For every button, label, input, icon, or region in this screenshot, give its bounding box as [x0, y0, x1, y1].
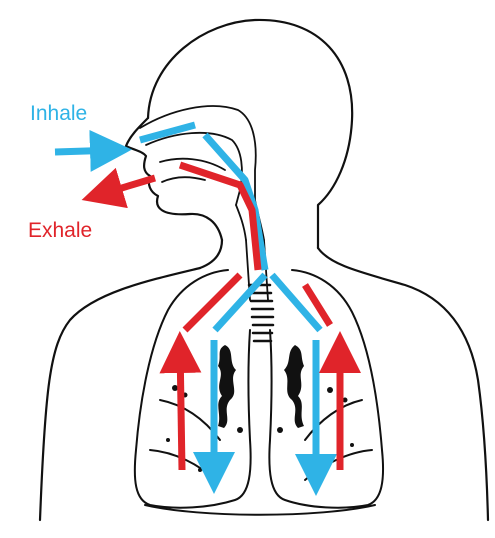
exhale-arrow-mouth	[95, 178, 155, 196]
exhale-label: Exhale	[28, 220, 92, 241]
neck-front	[200, 240, 222, 268]
inhale-arrow-entry	[55, 150, 118, 152]
left-shoulder	[40, 268, 200, 520]
diaphragm	[145, 505, 375, 515]
inhale-arrow-left-bronchus	[215, 275, 265, 330]
exhale-arrow-left-up	[180, 345, 182, 470]
inhale-label: Inhale	[30, 103, 87, 124]
bronchi-texture	[166, 345, 354, 472]
right-lung	[269, 270, 383, 508]
lungs	[135, 270, 383, 515]
